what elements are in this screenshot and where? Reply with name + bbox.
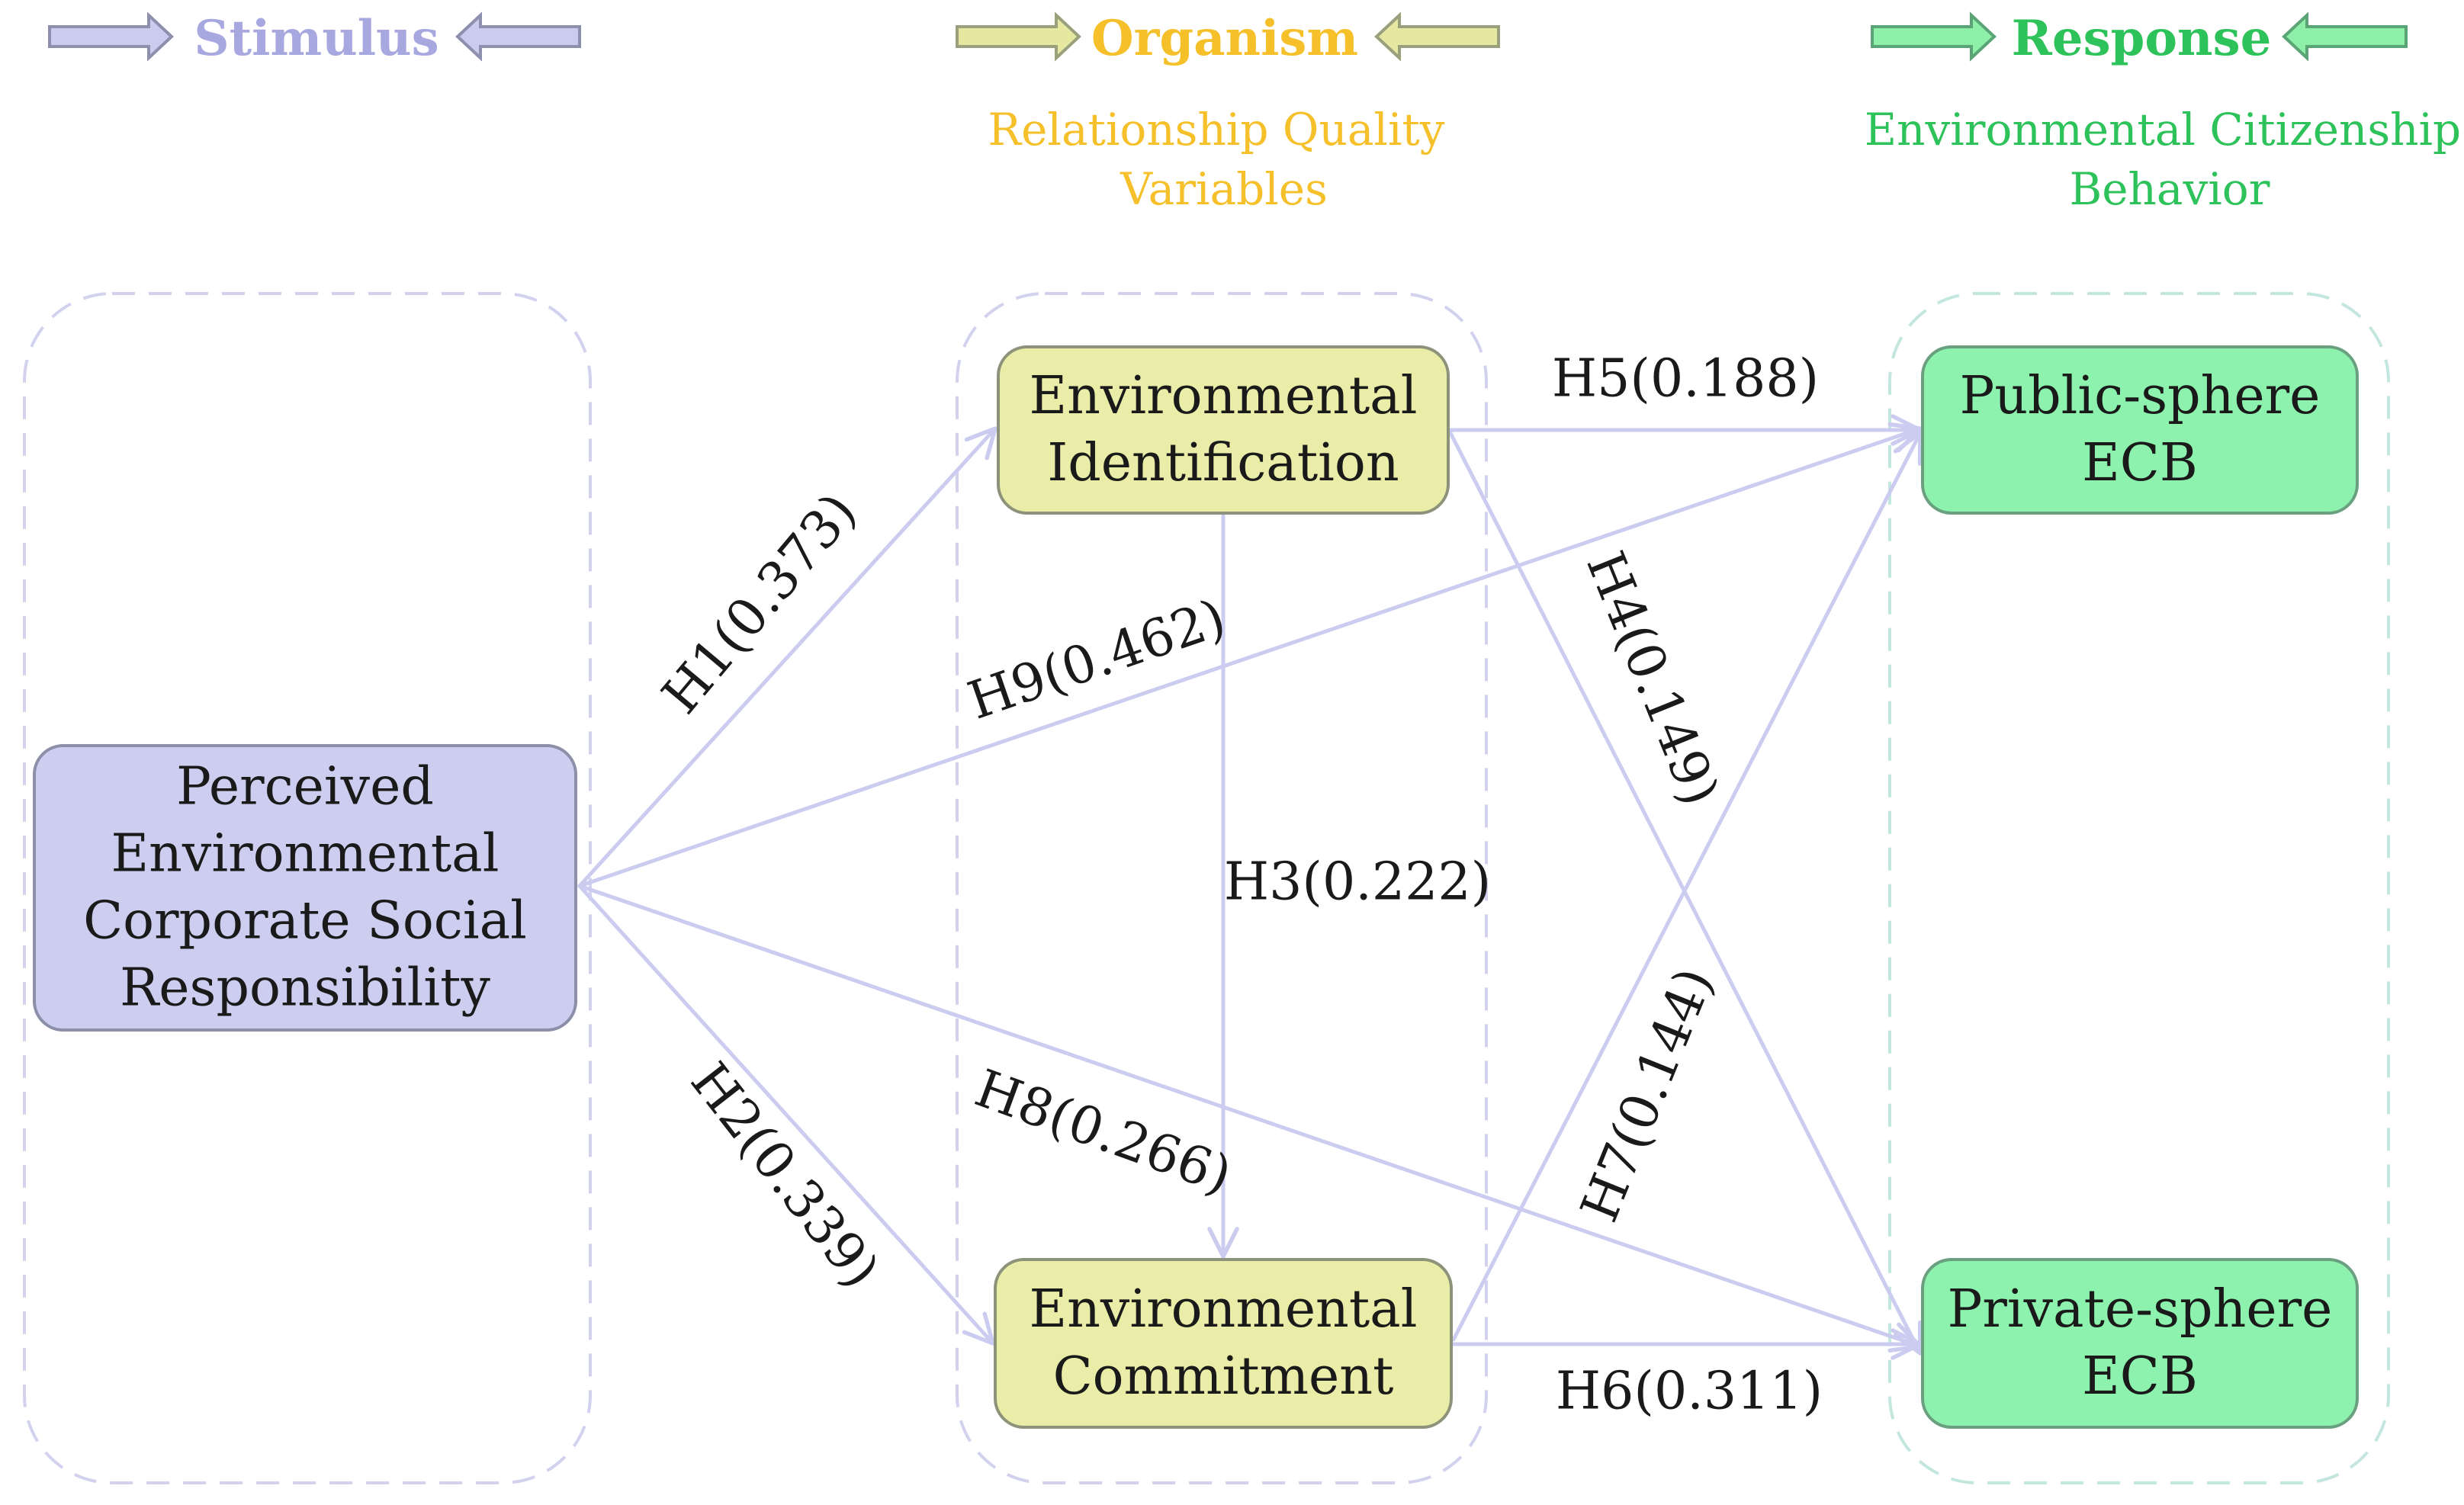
response-group-frame bbox=[1888, 292, 2390, 1484]
path-arrow-h1 bbox=[577, 426, 997, 888]
stimulus-header: Stimulus bbox=[48, 10, 581, 67]
node-environmental-identification-label-line-1: Environmental bbox=[1030, 366, 1418, 426]
organism-subtitle-line-1: Relationship Quality bbox=[988, 104, 1444, 156]
node-perceived-environmental-csr-label-line-1: Perceived bbox=[176, 757, 434, 817]
path-label-h3: H3(0.222) bbox=[1224, 852, 1491, 913]
node-private-sphere-ecb-box bbox=[1921, 1258, 2359, 1429]
stimulus-right-arrow-icon bbox=[455, 11, 581, 62]
node-public-sphere-ecb-box bbox=[1921, 345, 2359, 515]
path-arrow-h2 bbox=[577, 884, 995, 1346]
stimulus-left-arrow-icon bbox=[48, 11, 174, 62]
node-public-sphere-ecb-label-line-1: Public-sphere bbox=[1960, 366, 2321, 426]
response-subtitle-line-1: Environmental Citizenship bbox=[1865, 104, 2461, 156]
path-arrows bbox=[577, 414, 1923, 1360]
node-private-sphere-ecb-label-line-2: ECB bbox=[2082, 1346, 2198, 1407]
path-label-h4: H4(0.149) bbox=[1574, 544, 1730, 813]
organism-title: Organism bbox=[1091, 10, 1358, 67]
path-label-h8: H8(0.266) bbox=[968, 1058, 1239, 1206]
node-environmental-commitment-label-line-2: Commitment bbox=[1053, 1346, 1394, 1407]
node-perceived-environmental-csr-box bbox=[33, 744, 577, 1032]
node-perceived-environmental-csr-label-line-3: Corporate Social bbox=[83, 891, 527, 951]
response-header: Response Environmental Citizenship Behav… bbox=[1865, 10, 2461, 215]
organism-group-frame bbox=[956, 292, 1488, 1484]
node-private-sphere-ecb-label-line-1: Private-sphere bbox=[1948, 1279, 2333, 1340]
node-environmental-identification-label-line-2: Identification bbox=[1047, 433, 1399, 493]
path-label-h7: H7(0.144) bbox=[1569, 960, 1725, 1230]
organism-subtitle-line-2: Variables bbox=[1120, 163, 1328, 215]
node-perceived-environmental-csr-label-line-2: Environmental bbox=[111, 824, 500, 884]
path-label-h6: H6(0.311) bbox=[1556, 1362, 1823, 1422]
node-public-sphere-ecb-label-line-2: ECB bbox=[2082, 433, 2198, 493]
node-environmental-commitment-box bbox=[994, 1258, 1453, 1429]
path-arrow-h9 bbox=[577, 422, 1923, 888]
node-environmental-identification-box bbox=[997, 345, 1450, 515]
organism-right-arrow-icon bbox=[1374, 11, 1500, 62]
path-label-h2: H2(0.339) bbox=[679, 1052, 891, 1300]
node-perceived-environmental-csr-label-line-4: Responsibility bbox=[120, 958, 490, 1019]
path-arrow-h8 bbox=[577, 884, 1923, 1353]
stimulus-title: Stimulus bbox=[194, 10, 439, 67]
organism-header: Organism Relationship Quality Variables bbox=[956, 10, 1500, 215]
path-arrow-h7 bbox=[1451, 431, 1923, 1342]
response-left-arrow-icon bbox=[1871, 11, 1997, 62]
path-label-h5: H5(0.188) bbox=[1552, 349, 1819, 409]
response-subtitle-line-2: Behavior bbox=[2070, 163, 2270, 215]
response-title: Response bbox=[2012, 10, 2272, 67]
node-environmental-commitment-label-line-1: Environmental bbox=[1030, 1279, 1418, 1340]
response-right-arrow-icon bbox=[2282, 11, 2408, 62]
organism-left-arrow-icon bbox=[956, 11, 1081, 62]
